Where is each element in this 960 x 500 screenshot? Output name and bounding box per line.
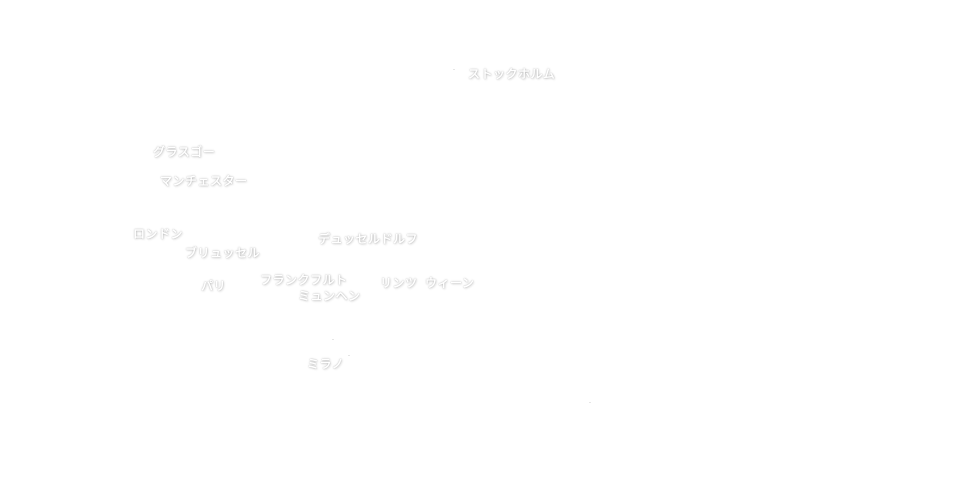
- city-label-milan: ミラノ: [307, 357, 345, 371]
- city-label-paris: パリ: [201, 279, 227, 293]
- city-label-linz: リンツ: [380, 276, 418, 290]
- map-speck: [589, 402, 591, 403]
- map-speck: [332, 339, 334, 340]
- city-label-vienna: ウィーン: [425, 276, 475, 290]
- city-label-munich: ミュンヘン: [298, 289, 361, 303]
- map-speck: [348, 355, 350, 356]
- map-speck: [453, 69, 455, 70]
- city-label-frankfurt: フランクフルト: [260, 273, 348, 287]
- city-label-manchester: マンチェスター: [160, 174, 248, 188]
- city-label-stockholm: ストックホルム: [468, 67, 556, 81]
- city-label-london: ロンドン: [133, 227, 184, 241]
- city-label-glasgow: グラスゴー: [153, 145, 216, 159]
- city-label-dusseldorf: デュッセルドルフ: [318, 232, 419, 246]
- city-label-brussels: ブリュッセル: [185, 246, 261, 260]
